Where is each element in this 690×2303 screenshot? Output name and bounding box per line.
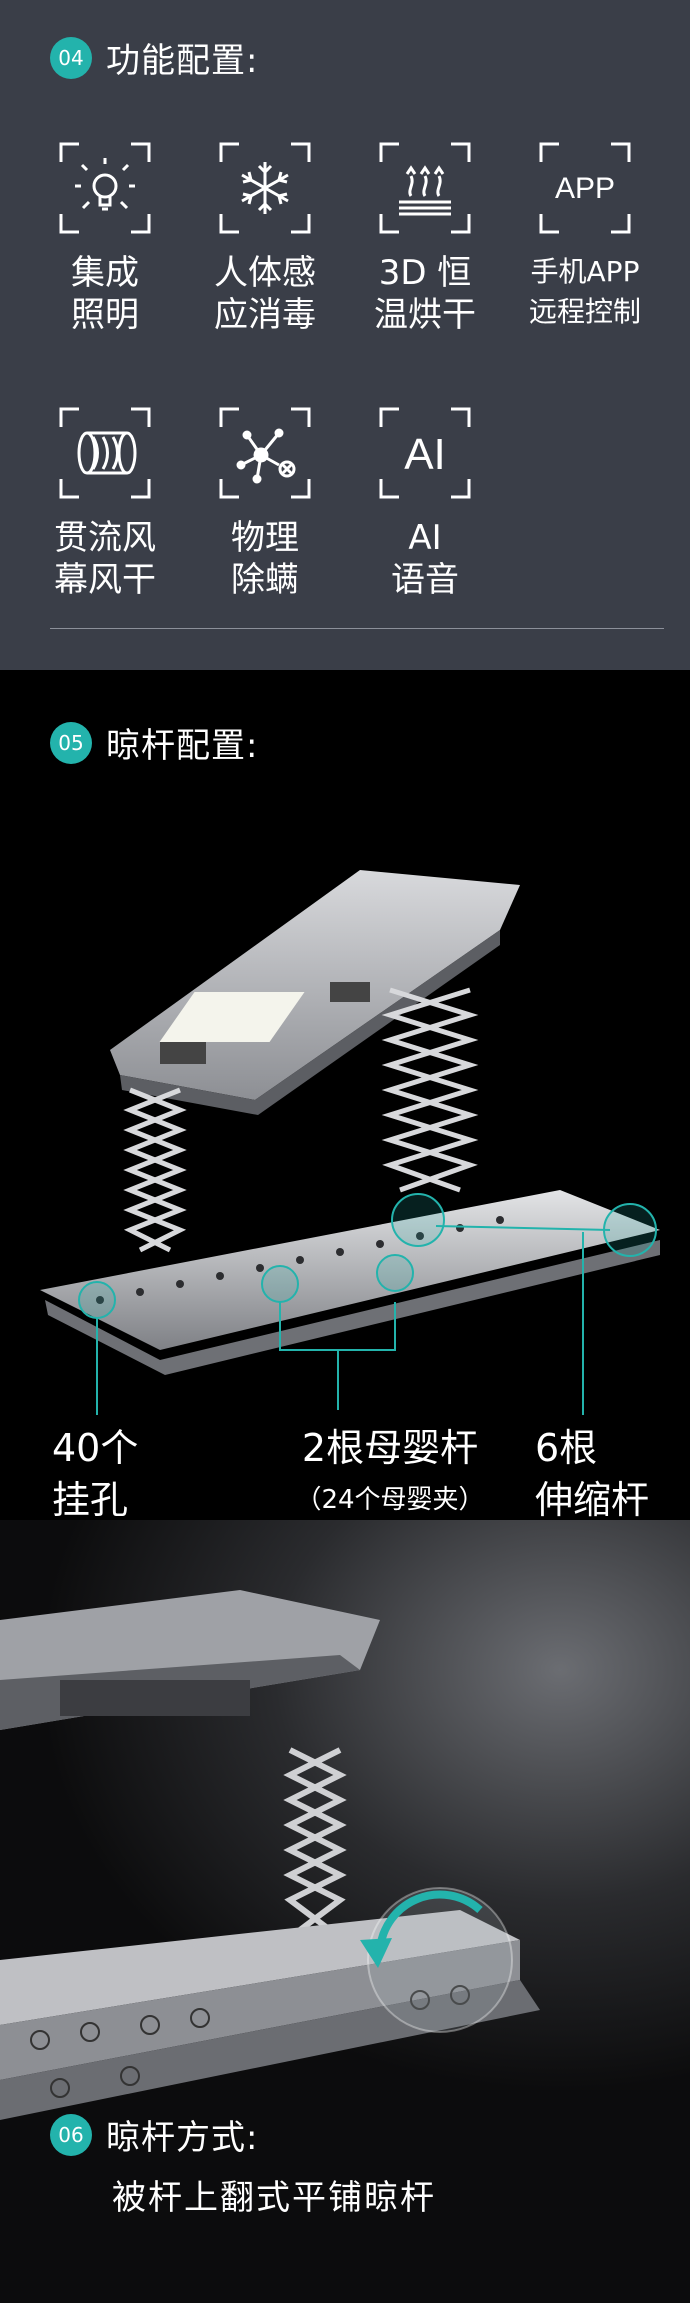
method-description: 被杆上翻式平铺晾杆	[112, 2178, 436, 2218]
feature-label: 3D 恒 温烘干	[374, 253, 476, 335]
feature-label: AI 语音	[391, 518, 459, 600]
flip-highlight-circle	[367, 1887, 513, 2033]
section-number-badge: 06	[50, 2113, 92, 2156]
callout-text: 伸缩杆	[535, 1478, 650, 1520]
rack-rod-frame	[40, 1190, 660, 1350]
light-bulb-icon	[59, 142, 151, 234]
method-section-header: 06 晾杆方式:	[50, 2110, 258, 2159]
method-section: 06 晾杆方式: 被杆上翻式平铺晾杆	[0, 1520, 690, 2303]
feature-mite-removal: 物理 除螨	[190, 405, 340, 601]
fan-icon	[59, 407, 151, 499]
callout-subtext: （24个母婴夹）	[295, 1485, 485, 1515]
rack-light-panel	[159, 992, 305, 1042]
rack-highlight-markers	[78, 1193, 657, 1319]
app-icon-text: APP	[555, 172, 615, 205]
rack-closeup-illustration	[0, 1590, 540, 2120]
app-icon: APP	[539, 142, 631, 234]
feature-drying: 3D 恒 温烘干	[350, 140, 500, 336]
callout-text: 2根母婴杆	[301, 1426, 479, 1470]
callout-text: 40个	[52, 1426, 139, 1470]
rack-scissor-arms	[283, 1747, 347, 1933]
rack-clips	[30, 1985, 470, 2098]
callout-text: 6根	[535, 1426, 598, 1470]
callout-telescopic-rods: 6根 伸缩杆	[535, 1422, 649, 1520]
rack-scissor-arms	[123, 987, 479, 1253]
flip-arrow	[376, 1890, 483, 1951]
drying-rack-illustration	[40, 870, 660, 1415]
function-section-header: 04 功能配置:	[50, 33, 258, 82]
ai-icon: AI	[379, 407, 471, 499]
feature-lighting: 集成 照明	[30, 140, 180, 336]
function-section: 04 功能配置: 集成 照明 人体感 应消毒	[0, 0, 690, 670]
rack-vent	[160, 1042, 206, 1064]
feature-label: 物理 除螨	[231, 518, 299, 600]
feature-label: 贯流风 幕风干	[54, 518, 156, 600]
section-number-badge: 05	[50, 721, 92, 764]
rod-section: 05 晾杆配置:	[0, 670, 690, 1520]
feature-sterilization: 人体感 应消毒	[190, 140, 340, 336]
rod-section-header: 05 晾杆配置:	[50, 718, 258, 767]
callout-baby-rods: 2根母婴杆 （24个母婴夹）	[280, 1422, 500, 1520]
molecule-icon	[219, 407, 311, 499]
heat-wave-icon	[379, 142, 471, 234]
feature-label: 集成 照明	[71, 253, 139, 335]
rack-vent	[60, 1680, 250, 1716]
rack-top-unit	[110, 870, 520, 1100]
rack-vent	[330, 982, 370, 1002]
section-divider	[50, 628, 664, 629]
feature-air-curtain: 贯流风 幕风干	[30, 405, 180, 601]
callout-leader-lines	[96, 1225, 611, 1415]
feature-label: 手机APP 远程控制	[528, 255, 641, 328]
section-title: 晾杆配置:	[106, 726, 259, 766]
callout-text: 挂孔	[52, 1478, 129, 1520]
snowflake-icon	[219, 142, 311, 234]
section-title: 晾杆方式:	[106, 2118, 259, 2158]
feature-label: 人体感 应消毒	[214, 253, 316, 335]
feature-app-control: APP 手机APP 远程控制	[510, 140, 660, 332]
flip-arrow-head	[360, 1938, 392, 1968]
feature-ai-voice: AI AI 语音	[350, 405, 500, 601]
section-number-badge: 04	[50, 36, 92, 79]
callout-hanging-holes: 40个 挂孔	[52, 1422, 138, 1520]
ai-icon-text: AI	[404, 430, 446, 479]
section-title: 功能配置:	[106, 41, 259, 81]
